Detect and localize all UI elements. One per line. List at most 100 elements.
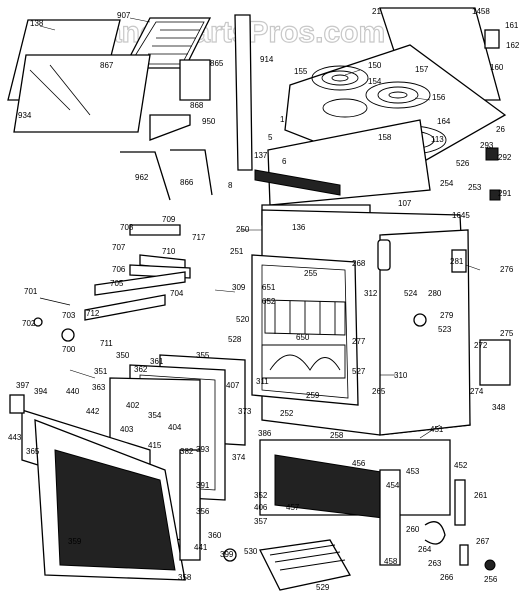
label-704: 704	[170, 289, 184, 298]
label-161: 161	[505, 21, 519, 30]
trim-137-part	[254, 169, 341, 196]
label-291: 291	[498, 189, 512, 198]
label-292: 292	[498, 153, 512, 162]
label-529: 529	[316, 583, 330, 592]
label-357: 357	[254, 517, 268, 526]
label-452: 452	[454, 461, 468, 470]
drawer-side-458-part	[379, 469, 401, 566]
label-700: 700	[62, 345, 76, 354]
label-268: 268	[352, 259, 366, 268]
oven-cavity-group	[251, 204, 511, 436]
label-651: 651	[262, 283, 276, 292]
terminal-block-272	[479, 339, 511, 386]
label-711: 711	[100, 339, 113, 348]
label-350: 350	[116, 351, 130, 360]
label-113: 113	[431, 135, 444, 144]
label-251: 251	[230, 247, 244, 256]
leader-lines	[39, 17, 481, 439]
drawer-group	[259, 439, 496, 591]
part-705	[94, 271, 186, 296]
label-1: 1	[280, 115, 285, 124]
bracket-865-part	[179, 59, 211, 101]
label-26: 26	[496, 125, 505, 134]
label-703: 703	[62, 311, 76, 320]
label-154: 154	[368, 77, 382, 86]
label-365: 365	[26, 447, 40, 456]
label-281: 281	[450, 257, 464, 266]
label-267: 267	[476, 537, 490, 546]
label-402: 402	[126, 401, 140, 410]
part-number-labels: 138 907 867 934 865 914 868 950 962 866 …	[8, 7, 520, 592]
label-442: 442	[86, 407, 100, 416]
label-865: 865	[210, 59, 224, 68]
label-650: 650	[296, 333, 310, 342]
label-934: 934	[18, 111, 32, 120]
label-710: 710	[162, 247, 176, 256]
back-panel-934-part	[13, 54, 151, 133]
bake-element-650	[261, 344, 346, 379]
door-window-part	[54, 449, 176, 571]
label-706: 706	[112, 265, 126, 274]
label-354: 354	[148, 411, 162, 420]
side-panel-310-part	[379, 229, 471, 436]
broiler-pan-529-part	[259, 539, 352, 591]
label-351: 351	[94, 367, 108, 376]
label-274: 274	[470, 387, 484, 396]
label-250: 250	[236, 225, 250, 234]
label-280: 280	[428, 289, 442, 298]
label-309: 309	[232, 283, 246, 292]
label-415: 415	[148, 441, 162, 450]
label-355: 355	[196, 351, 210, 360]
label-157: 157	[415, 65, 429, 74]
label-359: 359	[68, 537, 82, 546]
label-907: 907	[117, 11, 131, 20]
label-702: 702	[22, 319, 36, 328]
label-528: 528	[228, 335, 242, 344]
label-107: 107	[398, 199, 412, 208]
door-assembly-group	[9, 354, 246, 581]
label-404: 404	[168, 423, 182, 432]
label-310: 310	[394, 371, 408, 380]
label-456: 456	[352, 459, 366, 468]
label-962: 962	[135, 173, 149, 182]
label-137: 137	[254, 151, 268, 160]
label-393: 393	[196, 445, 210, 454]
label-258: 258	[330, 431, 344, 440]
label-373: 373	[238, 407, 252, 416]
label-293: 293	[480, 141, 494, 150]
oven-rack-651	[264, 299, 346, 336]
cooktop-group	[254, 7, 507, 206]
label-136: 136	[292, 223, 306, 232]
label-352: 352	[254, 491, 268, 500]
vent-grille-group	[7, 14, 253, 201]
switch-293-part	[485, 147, 499, 161]
label-520: 520	[236, 315, 250, 324]
drip-pan-154	[322, 98, 368, 118]
part-399	[223, 548, 237, 562]
part-700	[61, 328, 75, 342]
label-712: 712	[86, 309, 100, 318]
switch-291-part	[489, 189, 501, 201]
bracket-866-part	[170, 149, 213, 196]
label-263: 263	[428, 559, 442, 568]
label-382: 382	[180, 447, 194, 456]
label-407: 407	[226, 381, 240, 390]
label-453: 453	[406, 467, 420, 476]
part-709	[129, 224, 181, 236]
label-261: 261	[474, 491, 488, 500]
label-701: 701	[24, 287, 38, 296]
part-701	[39, 297, 71, 306]
label-150: 150	[368, 61, 382, 70]
label-527: 527	[352, 367, 366, 376]
part-256	[484, 559, 496, 571]
label-399: 399	[220, 550, 234, 559]
label-361: 361	[150, 357, 164, 366]
label-451: 451	[430, 425, 444, 434]
burner-element-156	[365, 81, 431, 109]
label-259: 259	[306, 391, 320, 400]
label-457: 457	[286, 503, 300, 512]
label-266: 266	[440, 573, 454, 582]
label-275: 275	[500, 329, 514, 338]
label-360: 360	[208, 531, 222, 540]
